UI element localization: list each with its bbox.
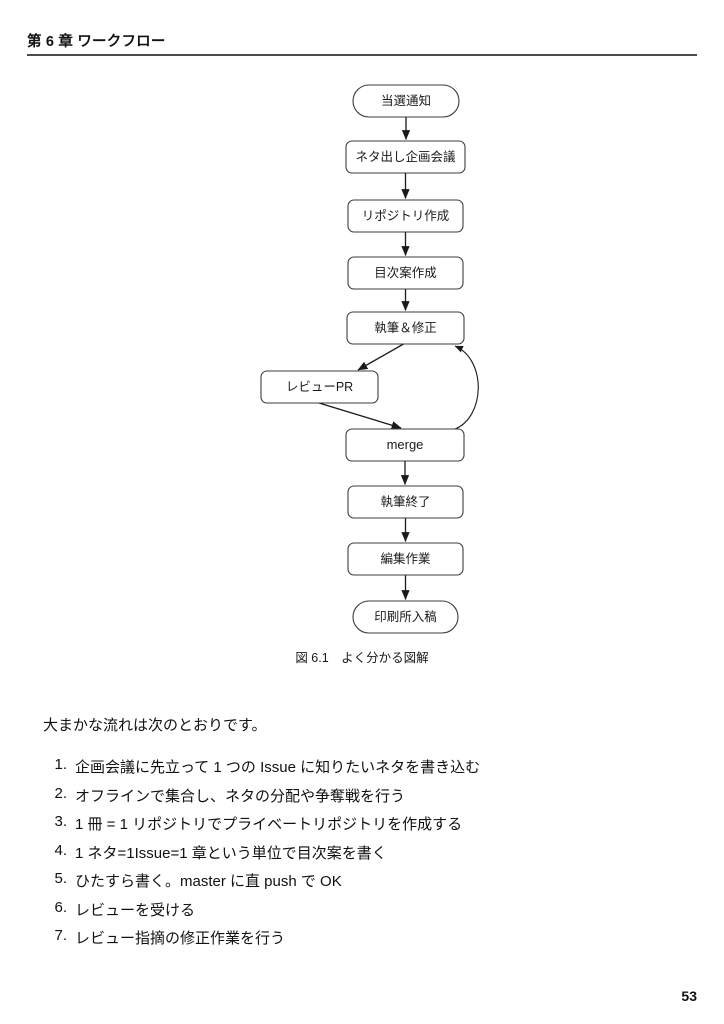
flowchart-node: ネタ出し企画会議	[345, 140, 466, 174]
flowchart-node: リポジトリ作成	[347, 199, 464, 233]
list-item-text: 1 冊 = 1 リポジトリでプライベートリポジトリを作成する	[75, 816, 463, 833]
node-shape-stadium	[352, 84, 460, 118]
flowchart-node: 印刷所入稿	[352, 600, 459, 634]
flowchart-node: 執筆終了	[347, 485, 464, 519]
list-item: 6. レビューを受ける	[43, 899, 683, 928]
node-label: 印刷所入稿	[374, 609, 437, 624]
list-item-marker: 5.	[54, 870, 67, 887]
flowchart-node: 編集作業	[347, 542, 464, 576]
figure-block: 当選通知ネタ出し企画会議リポジトリ作成目次案作成執筆＆修正レビューPR merge…	[0, 70, 724, 670]
flowchart-edge-feedback-curve	[454, 345, 479, 430]
flowchart-edges	[318, 117, 479, 601]
intro-paragraph: 大まかな流れは次のとおりです。	[43, 717, 267, 734]
figure-caption: 図 6.1 よく分かる図解	[295, 651, 429, 665]
header-divider	[27, 54, 697, 56]
list-item: 1. 企画会議に先立って 1 つの Issue に知りたいネタを書き込む	[43, 756, 683, 785]
list-item-marker: 6.	[54, 898, 67, 916]
list-item-text: ひたすら書く。master に直 push で OK	[75, 873, 342, 890]
node-label: リポジトリ作成	[362, 209, 450, 223]
node-shape-rounded	[347, 256, 464, 290]
running-header: 第 6 章 ワークフロー	[0, 0, 724, 58]
node-label: 当選通知	[381, 94, 431, 108]
node-label: ネタ出し企画会議	[355, 149, 456, 164]
list-item: 3. 1 冊 = 1 リポジトリでプライベートリポジトリを作成する	[43, 813, 683, 842]
node-shape-rounded	[347, 199, 464, 233]
list-item-marker: 2.	[54, 784, 67, 802]
list-item: 4. 1 ネタ=1Issue=1 章という単位で目次案を書く	[43, 842, 683, 871]
flowchart-edge-diagonal	[318, 402, 402, 430]
list-item-marker: 1.	[54, 756, 67, 773]
node-label: 執筆終了	[380, 494, 430, 509]
flowchart-edge-diagonal	[357, 343, 404, 371]
node-label: 目次案作成	[374, 265, 437, 280]
list-item-text: オフラインで集合し、ネタの分配や争奪戦を行う	[75, 787, 406, 805]
list-item: 7. レビュー指摘の修正作業を行う	[43, 927, 683, 956]
workflow-steps-list: 1. 企画会議に先立って 1 つの Issue に知りたいネタを書き込む 2. オフラ…	[43, 756, 683, 956]
flowchart-node: レビューPR	[260, 370, 379, 404]
node-shape-rounded	[347, 542, 464, 576]
node-label: merge	[387, 437, 424, 452]
node-shape-rounded	[345, 428, 465, 462]
node-label: 執筆＆修正	[374, 320, 437, 335]
flowchart-node: 執筆＆修正	[346, 311, 465, 345]
flowchart-node: merge	[345, 428, 465, 462]
node-shape-rounded	[347, 485, 464, 519]
page-number: 53	[681, 988, 697, 1004]
list-item-text: 企画会議に先立って 1 つの Issue に知りたいネタを書き込む	[75, 759, 481, 776]
flowchart-node: 目次案作成	[347, 256, 464, 290]
list-item-text: 1 ネタ=1Issue=1 章という単位で目次案を書く	[75, 844, 387, 862]
node-shape-rounded	[260, 370, 379, 404]
list-item-text: レビューを受ける	[75, 901, 196, 919]
list-item-marker: 3.	[54, 813, 67, 830]
chapter-title: 第 6 章 ワークフロー	[27, 34, 166, 50]
list-item-marker: 4.	[54, 841, 67, 859]
node-label: レビューPR	[286, 380, 353, 394]
node-label: 編集作業	[380, 551, 431, 566]
node-shape-rounded	[346, 311, 465, 345]
list-item-text: レビュー指摘の修正作業を行う	[75, 930, 286, 947]
node-shape-stadium	[352, 600, 459, 634]
list-item-marker: 7.	[54, 927, 67, 944]
node-shape-rounded	[345, 140, 466, 174]
list-item: 5. ひたすら書く。master に直 push で OK	[43, 870, 683, 899]
list-item: 2. オフラインで集合し、ネタの分配や争奪戦を行う	[43, 785, 683, 814]
flowchart-node: 当選通知	[352, 84, 460, 118]
